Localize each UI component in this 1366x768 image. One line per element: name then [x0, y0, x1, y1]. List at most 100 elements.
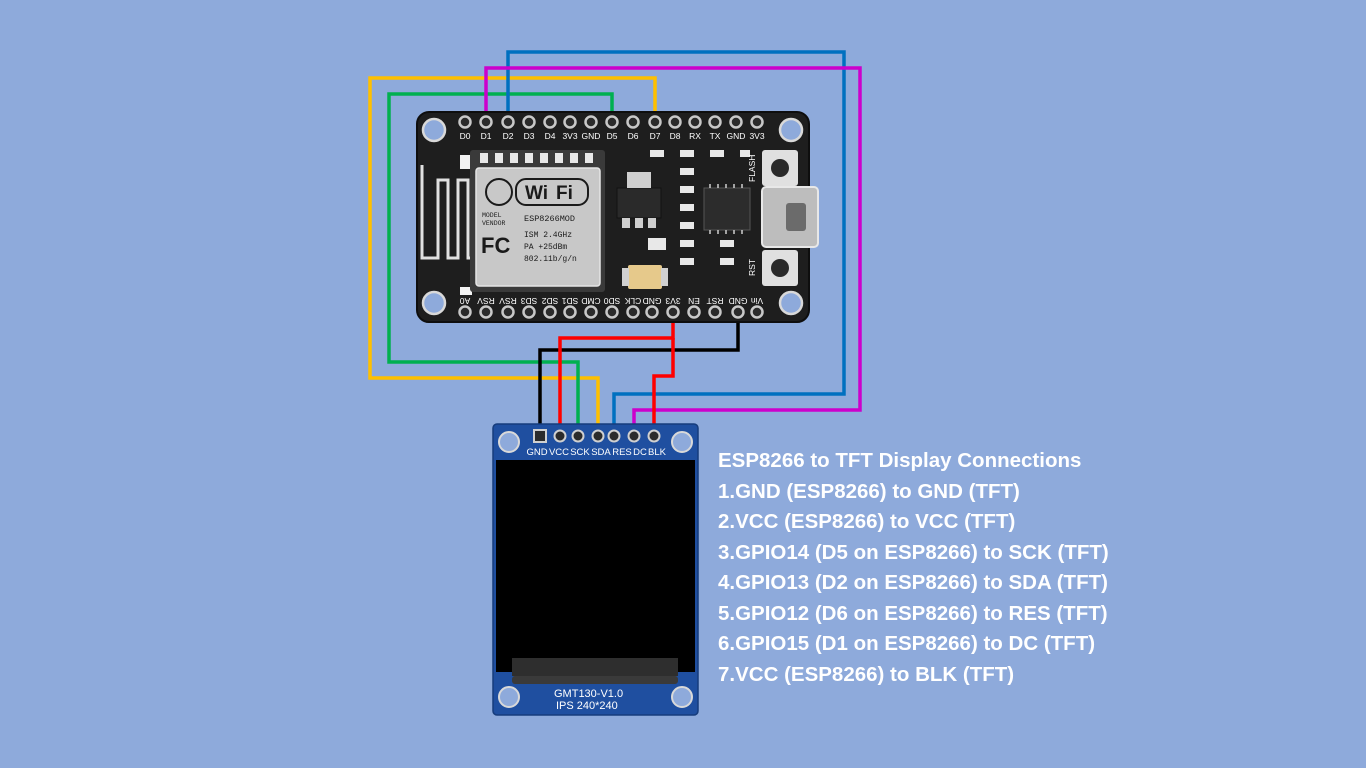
tft-pin-label: VCC — [549, 447, 569, 458]
module-model-label: MODEL — [482, 212, 502, 219]
bottom-pin-label: CLK — [624, 296, 641, 306]
castellation — [540, 153, 548, 163]
caption-line: 3.GPIO14 (D5 on ESP8266) to SCK (TFT) — [718, 540, 1109, 564]
pin-pad-top — [479, 115, 493, 129]
fcc-logo: FC — [481, 233, 510, 258]
top-pin-label: D0 — [460, 131, 471, 141]
wire-dc-d1 — [484, 66, 862, 436]
tft-pin-pad — [647, 429, 661, 443]
module-castellations — [480, 153, 593, 163]
castellation — [570, 153, 578, 163]
smd-part — [720, 240, 734, 247]
tft-ribbon — [512, 658, 678, 676]
pin-pad-bottom — [563, 305, 577, 319]
top-pin-label: 3V3 — [562, 131, 577, 141]
top-pin-label: D8 — [670, 131, 681, 141]
wire-sda-d2 — [506, 50, 846, 436]
pin-pad-top — [522, 115, 536, 129]
esp8266-board: D0 D1 D2 D3 D4 3V3 GND D5 D6 D7 D8 RX TX… — [416, 111, 819, 323]
tft-pin-label: GND — [526, 447, 547, 458]
bottom-pin-label: RST — [707, 296, 724, 306]
top-pin-label: D5 — [607, 131, 618, 141]
tft-pin-pad — [607, 429, 621, 443]
tft-display-module: GND VCC SCK SDA RES DC BLK GMT130-V1.0 I… — [492, 423, 699, 716]
voltage-regulator — [616, 187, 662, 219]
tft-mount-hole — [671, 431, 693, 453]
pin-pad-top — [458, 115, 472, 129]
bottom-pin-label: A0 — [460, 296, 471, 306]
bottom-pin-labels: A0 RSV RSV SD3 SD2 SD1 CMD SD0 CLK GND 3… — [460, 296, 764, 306]
smd-part — [680, 222, 694, 229]
top-pin-label: GND — [582, 131, 601, 141]
pin-pad-bottom — [666, 305, 680, 319]
mount-hole — [778, 290, 804, 316]
top-pin-label: RX — [689, 131, 701, 141]
tft-pin-label: SDA — [591, 447, 611, 458]
pin-pad-bottom — [479, 305, 493, 319]
smd-part — [680, 186, 694, 193]
pin-pad-bottom — [543, 305, 557, 319]
rst-label: RST — [747, 259, 757, 276]
wifi-logo-fi: Fi — [556, 183, 573, 204]
pin-pad-bottom — [708, 305, 722, 319]
tft-screen — [496, 460, 695, 672]
bottom-pin-label: EN — [688, 296, 700, 306]
pin-pad-top — [750, 115, 764, 129]
smd-part — [740, 150, 750, 157]
wifi-logo-bubble — [485, 178, 513, 206]
capacitor-end — [661, 268, 668, 286]
module-shield — [475, 167, 601, 287]
tft-pin-label: RES — [612, 447, 632, 458]
bottom-pin-label: Vin — [751, 296, 763, 306]
pin-pad-bottom — [605, 305, 619, 319]
pin-pad-bottom — [750, 305, 764, 319]
micro-usb-opening — [786, 203, 806, 231]
tantalum-capacitor — [628, 265, 662, 289]
pin-pad-bottom — [584, 305, 598, 319]
bottom-pin-label: RSV — [499, 296, 517, 306]
pin-pad-bottom — [731, 305, 745, 319]
wire-sck-d5 — [387, 92, 614, 436]
wifi-logo-text: Wi — [525, 183, 548, 204]
smd-part — [720, 258, 734, 265]
bottom-pin-label: SD1 — [561, 296, 578, 306]
top-pin-label: D4 — [545, 131, 556, 141]
top-pin-label: D6 — [628, 131, 639, 141]
smd-part — [710, 150, 724, 157]
pin-pad-top — [605, 115, 619, 129]
tft-pin-pad — [627, 429, 641, 443]
top-pin-label: GND — [727, 131, 746, 141]
bottom-pin-label: GND — [643, 296, 662, 306]
pin-pad-top — [543, 115, 557, 129]
bottom-pin-label: GND — [729, 296, 748, 306]
module-pa: PA +25dBm — [524, 243, 567, 252]
bottom-pin-label: SD0 — [603, 296, 620, 306]
caption-line: 1.GND (ESP8266) to GND (TFT) — [718, 479, 1020, 503]
smd-part — [680, 150, 694, 157]
bottom-pin-label: SD2 — [541, 296, 558, 306]
pin-pad-bottom — [501, 305, 515, 319]
module-ism: ISM 2.4GHz — [524, 231, 572, 240]
caption-line: 6.GPIO15 (D1 on ESP8266) to DC (TFT) — [718, 632, 1096, 655]
wire-vcc — [558, 312, 675, 436]
tft-pin-pad — [571, 429, 585, 443]
caption-line: 2.VCC (ESP8266) to VCC (TFT) — [718, 510, 1016, 533]
bottom-pin-label: SD3 — [520, 296, 537, 306]
connections-caption: ESP8266 to TFT Display Connections 1.GND… — [718, 446, 1109, 690]
wifi-logo-box — [515, 178, 589, 206]
smd-parts — [648, 150, 750, 265]
pin-pad-top — [708, 115, 722, 129]
module-vendor-label: VENDOR — [482, 220, 506, 227]
bottom-pin-label: 3V3 — [665, 296, 680, 306]
wire-res-d7 — [368, 76, 657, 436]
antenna-trace — [420, 165, 474, 260]
caption-line: 5.GPIO12 (D6 on ESP8266) to RES (TFT) — [718, 601, 1108, 625]
regulator-tab — [627, 172, 651, 188]
module-standard: 802.11b/g/n — [524, 255, 577, 264]
module-model: ESP8266MOD — [524, 214, 575, 224]
usb-uart-chip-legs — [709, 184, 743, 234]
wire-blk — [652, 338, 675, 436]
tft-spec-label: IPS 240*240 — [556, 700, 618, 712]
pin-pad-top — [501, 115, 515, 129]
pin-pad-top — [626, 115, 640, 129]
